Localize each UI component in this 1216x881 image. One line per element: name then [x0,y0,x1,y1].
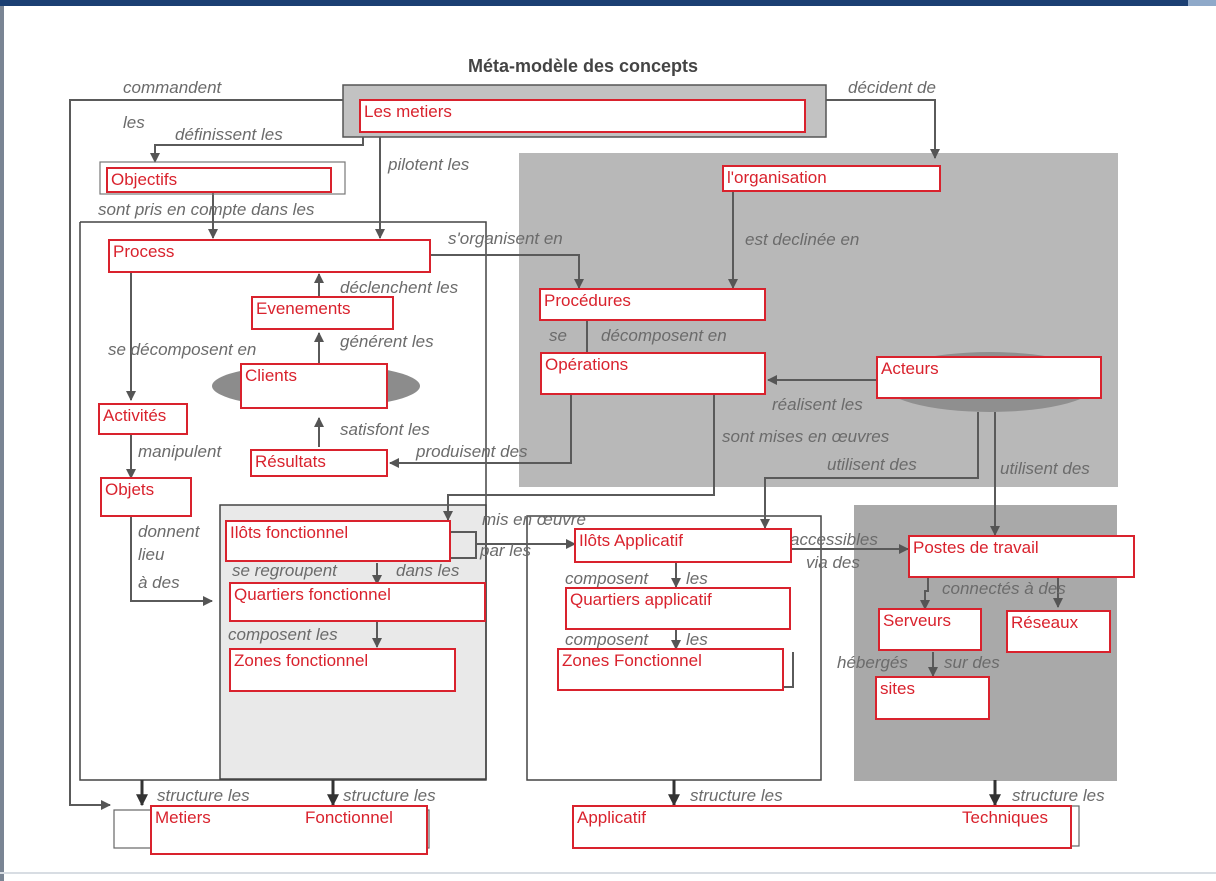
box-ilots-applicatif[interactable]: Ilôts Applicatif [574,528,792,563]
box-activites[interactable]: Activités [98,403,188,435]
label-produisent-des: produisent des [415,442,528,461]
label-heberges: hébergés [837,653,908,672]
label-commandent: commandent [123,78,223,97]
box-les-metiers[interactable]: Les metiers [359,99,806,133]
label-sont-mises-en-oeuvres: sont mises en œuvres [722,427,890,446]
label-composent-app-1: composent [565,569,649,588]
box-serveurs[interactable]: Serveurs [878,608,982,651]
label-structure-les-1: structure les [157,786,250,805]
label-les-app-1: les [686,569,708,588]
label-les: les [123,113,145,132]
box-organisation-text: l'organisation [727,168,827,187]
box-zones-fonctionnel-applicatif[interactable]: Zones Fonctionnel [557,648,784,691]
box-serveurs-text: Serveurs [883,611,952,630]
box-ilots-fonctionnel-text: Ilôts fonctionnel [230,523,349,542]
bottom-fonctionnel-text: Fonctionnel [305,808,393,827]
box-acteurs[interactable]: Acteurs [876,356,1102,399]
box-objets[interactable]: Objets [100,477,192,517]
label-satisfont-les: satisfont les [340,420,430,439]
label-les-app-2: les [686,630,708,649]
diagram-title: Méta-modèle des concepts [468,56,698,76]
label-mis-en-oeuvre: mis en œuvre [482,510,586,529]
box-reseaux-text: Réseaux [1011,613,1079,632]
label-utilisent-des-2: utilisent des [1000,459,1090,478]
box-process[interactable]: Process [108,239,431,273]
box-evenements-text: Evenements [256,299,351,318]
box-quartiers-fonctionnel-text: Quartiers fonctionnel [234,585,391,604]
window-top-bar [0,0,1216,6]
label-definissent-les: définissent les [175,125,283,144]
label-donnent: donnent [138,522,201,541]
label-structure-les-3: structure les [690,786,783,805]
box-process-text: Process [113,242,175,261]
label-par-les: par les [479,541,532,560]
box-resultats[interactable]: Résultats [250,449,388,477]
label-declenchent-les: déclenchent les [340,278,459,297]
label-composent-app-2: composent [565,630,649,649]
box-acteurs-text: Acteurs [881,359,939,378]
label-connectes-a-des: connectés à des [942,579,1066,598]
window-bottom-line [0,872,1216,874]
box-operations-text: Opérations [545,355,629,374]
box-sites[interactable]: sites [875,676,990,720]
box-clients[interactable]: Clients [240,363,388,409]
box-activites-text: Activités [103,406,167,425]
box-clients-text: Clients [245,366,297,385]
window-corner-grip [1188,0,1216,6]
label-dans-les: dans les [396,561,460,580]
label-decident-de: décident de [848,78,936,97]
label-se-regroupent: se regroupent [232,561,338,580]
box-operations[interactable]: Opérations [540,352,766,395]
box-bottom-metiers-fonctionnel[interactable]: Metiers Fonctionnel [150,805,428,855]
window-left-border [0,6,4,881]
box-quartiers-applicatif[interactable]: Quartiers applicatif [565,587,791,630]
label-structure-les-2: structure les [343,786,436,805]
box-organisation[interactable]: l'organisation [722,165,941,192]
label-manipulent: manipulent [138,442,222,461]
box-bottom-applicatif-techniques[interactable]: Applicatif Techniques [572,805,1072,849]
box-procedures[interactable]: Procédures [539,288,766,321]
box-sites-text: sites [880,679,915,698]
label-utilisent-des-1: utilisent des [827,455,917,474]
box-evenements[interactable]: Evenements [251,296,394,330]
label-generent-les: générent les [340,332,434,351]
label-pilotent-les: pilotent les [387,155,470,174]
label-realisent-les: réalisent les [772,395,863,414]
label-lieu: lieu [138,545,165,564]
label-se-decomposent-en: se décomposent en [108,340,256,359]
bottom-applicatif-text: Applicatif [577,808,646,827]
label-sont-pris-en-compte: sont pris en compte dans les [98,200,315,219]
label-composent-les-fonct: composent les [228,625,338,644]
process-region-outline [79,221,487,781]
box-reseaux[interactable]: Réseaux [1006,610,1111,653]
label-accessibles: accessibles [790,530,878,549]
box-les-metiers-text: Les metiers [364,102,452,121]
label-via-des: via des [806,553,860,572]
box-quartiers-applicatif-text: Quartiers applicatif [570,590,712,609]
box-postes-de-travail-text: Postes de travail [913,538,1039,557]
box-resultats-text: Résultats [255,452,326,471]
box-objectifs[interactable]: Objectifs [106,167,332,193]
bottom-metiers-text: Metiers [155,808,211,827]
box-ilots-applicatif-text: Ilôts Applicatif [579,531,683,550]
box-objets-text: Objets [105,480,155,499]
label-se: se [549,326,567,345]
label-est-declinee-en: est declinée en [745,230,859,249]
box-zones-fonctionnel-text: Zones fonctionnel [234,651,369,670]
box-postes-de-travail[interactable]: Postes de travail [908,535,1135,578]
box-quartiers-fonctionnel[interactable]: Quartiers fonctionnel [229,582,486,622]
bottom-techniques-text: Techniques [962,808,1049,827]
box-procedures-text: Procédures [544,291,631,310]
box-zones-fonctionnel-applicatif-text: Zones Fonctionnel [562,651,702,670]
label-decomposent-en: décomposent en [601,326,727,345]
box-ilots-fonctionnel[interactable]: Ilôts fonctionnel [225,520,451,562]
label-structure-les-4: structure les [1012,786,1105,805]
box-objectifs-text: Objectifs [111,170,178,189]
label-sorganisent-en: s'organisent en [448,229,563,248]
box-zones-fonctionnel[interactable]: Zones fonctionnel [229,648,456,692]
label-sur-des: sur des [944,653,1000,672]
label-a-des: à des [138,573,180,592]
